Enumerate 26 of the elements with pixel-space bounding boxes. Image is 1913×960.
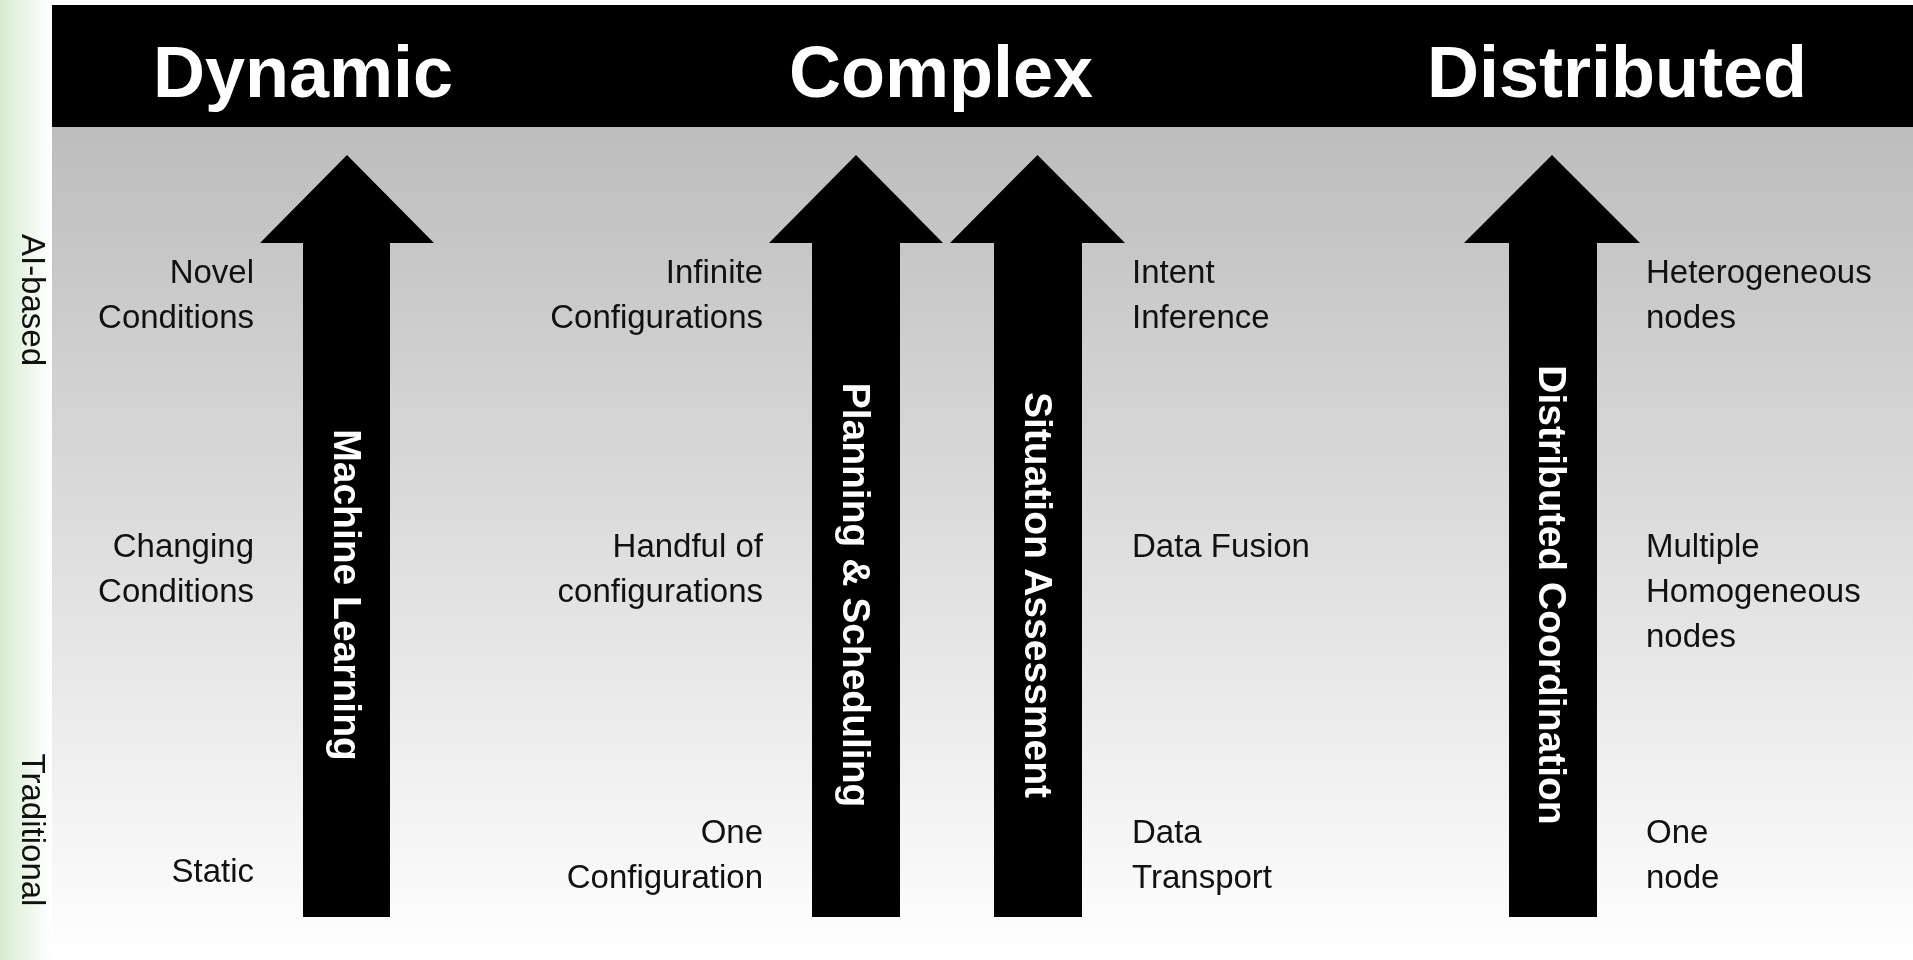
arrow-label: Distributed Coordination xyxy=(1530,365,1574,825)
vertical-banner xyxy=(1464,155,1640,917)
column-heading: Complex xyxy=(788,31,1094,114)
level-label: Infinite Configurations xyxy=(549,252,763,337)
arrow-label: Machine Learning xyxy=(325,429,369,761)
level-label: Multiple Homogeneous nodes xyxy=(1646,526,1862,656)
column-heading: Distributed xyxy=(1427,31,1807,114)
level-label: Handful of configurations xyxy=(556,526,763,611)
vertical-banner xyxy=(950,155,1125,917)
level-label: Novel Conditions xyxy=(97,252,254,337)
axis-label: AI-based xyxy=(14,233,52,367)
level-label: One node xyxy=(1646,812,1721,897)
header-band xyxy=(52,5,1913,127)
level-label: Changing Conditions xyxy=(97,526,254,611)
axis-label: Traditional xyxy=(14,753,52,907)
arrow-label: Planning & Scheduling xyxy=(834,382,878,808)
vertical-banner xyxy=(769,155,943,917)
level-label: Data Transport xyxy=(1132,812,1273,897)
level-label: One Configuration xyxy=(565,812,763,897)
arrow-label: Situation Assessment xyxy=(1015,392,1060,798)
level-label: Intent Inference xyxy=(1132,252,1271,337)
level-label: Static xyxy=(170,851,254,891)
level-label: Heterogeneous nodes xyxy=(1646,252,1873,337)
vertical-banner xyxy=(260,155,434,917)
level-label: Data Fusion xyxy=(1132,526,1311,566)
column-heading: Dynamic xyxy=(152,31,454,114)
